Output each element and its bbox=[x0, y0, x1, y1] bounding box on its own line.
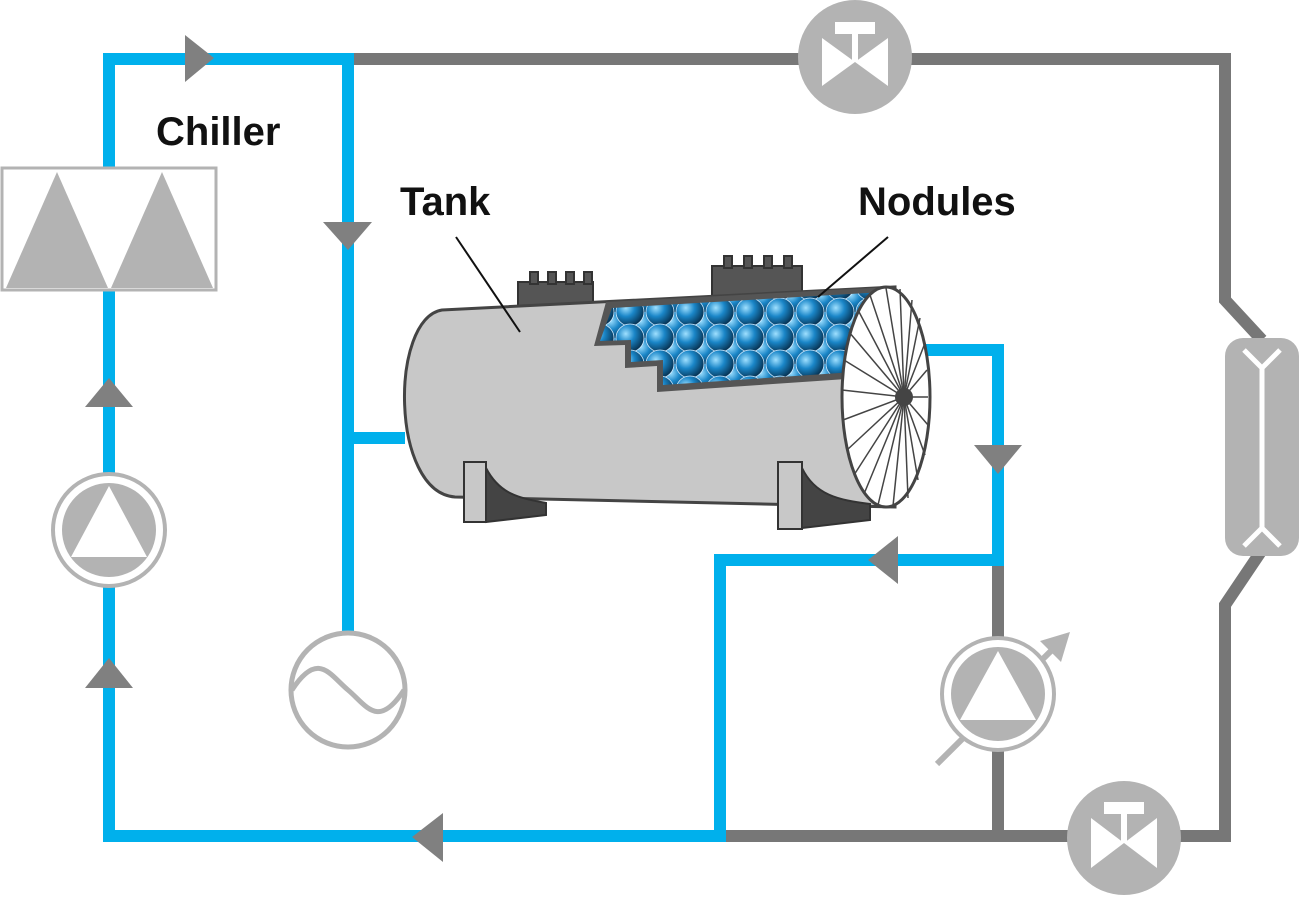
variable-speed-pump-icon bbox=[934, 632, 1070, 767]
valve-icon bbox=[798, 0, 912, 114]
flow-arrow-icon bbox=[323, 222, 372, 250]
nodules-leader-line bbox=[817, 236, 889, 298]
flow-arrows bbox=[85, 35, 1022, 862]
chiller-label: Chiller bbox=[156, 110, 281, 154]
pump-icon bbox=[51, 472, 167, 588]
nodules-label: Nodules bbox=[858, 180, 1016, 224]
cold-piping bbox=[103, 53, 1004, 842]
heat-exchanger-plate-icon bbox=[1225, 338, 1299, 556]
callout-lines bbox=[455, 236, 889, 333]
tank-icon bbox=[403, 255, 932, 530]
valve-icon bbox=[1067, 781, 1181, 895]
flow-arrow-icon bbox=[974, 445, 1022, 474]
flow-arrow-icon bbox=[412, 813, 443, 862]
flow-arrow-icon bbox=[868, 536, 898, 584]
tank-label: Tank bbox=[400, 180, 491, 224]
flow-arrow-icon bbox=[85, 378, 133, 407]
tank-leader-line bbox=[455, 236, 521, 333]
heat-exchanger-icon bbox=[288, 630, 408, 750]
chiller-icon bbox=[0, 166, 218, 292]
flow-arrow-icon bbox=[185, 35, 214, 82]
flow-arrow-icon bbox=[85, 658, 133, 688]
